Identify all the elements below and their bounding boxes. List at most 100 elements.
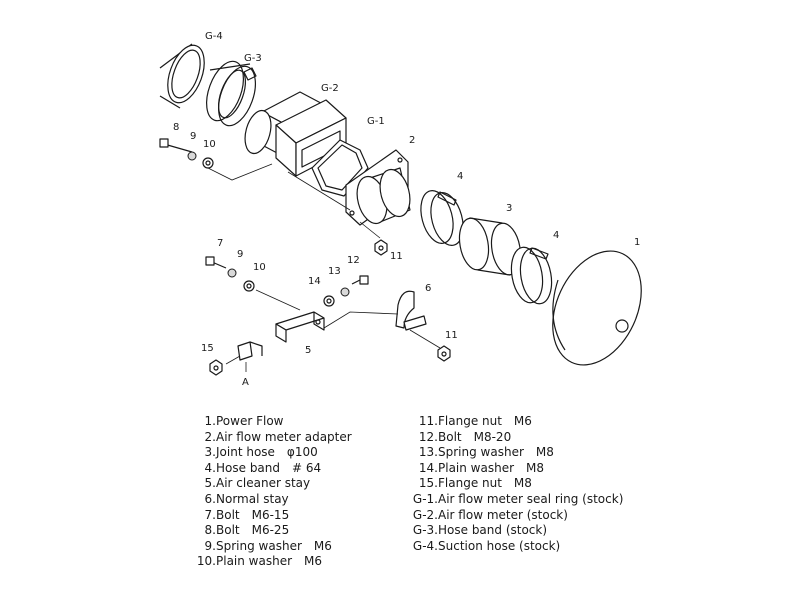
flange-nut-part-11-upper	[374, 239, 388, 256]
part-label: Plain washer M6	[216, 554, 323, 569]
callout-10-lower: 10	[253, 262, 266, 273]
part-number: G-1.	[412, 491, 438, 506]
parts-list-item: G-1.Air flow meter seal ring (stock)	[410, 492, 623, 508]
callout-7: 7	[217, 238, 223, 249]
part-number: 9.	[204, 538, 216, 553]
callout-11-lower: 11	[445, 330, 458, 341]
parts-list-item: 3.Joint hose φ100	[191, 445, 352, 461]
parts-list-item: G-3.Hose band (stock)	[410, 523, 623, 539]
part-label: Flange nut M8	[438, 476, 532, 491]
parts-list-item: 10.Plain washer M6	[191, 554, 352, 570]
callout-2: 2	[409, 135, 415, 146]
part-label: Bolt M6-25	[216, 523, 290, 538]
part-number: 15.	[418, 476, 438, 491]
callout-8: 8	[173, 122, 179, 133]
part-label: Bolt M8-20	[438, 429, 512, 444]
part-number: 4.	[204, 460, 216, 475]
parts-list-item: 12.Bolt M8-20	[410, 430, 623, 446]
air-flow-meter-adapter-part-2	[345, 149, 411, 226]
suction-hose-g4	[159, 43, 205, 109]
part-label: Plain washer M8	[438, 460, 545, 475]
assembly-leader-lines	[207, 163, 441, 372]
part-number: 13.	[418, 445, 438, 460]
part-number: 8.	[204, 523, 216, 538]
bolt-washer-stack-upper	[159, 138, 214, 169]
hose-band-g3	[206, 60, 257, 127]
callout-1: 1	[634, 237, 640, 248]
callout-g1: G-1	[367, 116, 385, 127]
part-number: 5.	[204, 476, 216, 491]
part-number: 14.	[418, 460, 438, 475]
parts-list-item: 8.Bolt M6-25	[191, 523, 352, 539]
callout-3: 3	[506, 203, 512, 214]
exploded-parts-diagram: G-4 G-3 G-2 G-1 2 4 3 4 1 8 9 10 11 7 9 …	[159, 31, 642, 388]
callout-14: 14	[308, 276, 321, 287]
callout-11-upper: 11	[390, 251, 403, 262]
part-number: 2.	[204, 429, 216, 444]
callout-9-upper: 9	[190, 131, 196, 142]
part-label: Air flow meter adapter	[216, 429, 352, 444]
callout-9-lower: 9	[237, 249, 243, 260]
parts-list-item: 11.Flange nut M6	[410, 414, 623, 430]
part-label: Air flow meter (stock)	[438, 507, 568, 522]
part-label: Normal stay	[216, 491, 289, 506]
part-number: 7.	[204, 507, 216, 522]
bolt-washer-stack-m8	[323, 275, 369, 307]
callout-13: 13	[328, 266, 341, 277]
part-label: Air cleaner stay	[216, 476, 311, 491]
part-label: Air flow meter seal ring (stock)	[438, 491, 624, 506]
part-number: G-3.	[412, 523, 438, 538]
parts-list-item: G-2.Air flow meter (stock)	[410, 508, 623, 524]
callout-g3: G-3	[244, 53, 262, 64]
part-label: Joint hose φ100	[216, 445, 318, 460]
detail-a-bracket	[209, 341, 263, 376]
parts-list-item: 9.Spring washer M6	[191, 539, 352, 555]
part-label: Spring washer M6	[216, 538, 332, 553]
callout-g2: G-2	[321, 83, 339, 94]
air-flow-meter-g2	[244, 91, 347, 177]
part-number: 11.	[418, 414, 438, 428]
callout-detail-a: A	[242, 377, 249, 388]
parts-list-item: 13.Spring washer M8	[410, 445, 623, 461]
part-number: 1.	[204, 414, 216, 428]
parts-list-item: 6.Normal stay	[191, 492, 352, 508]
part-label: Hose band # 64	[216, 460, 322, 475]
part-number: 6.	[204, 491, 216, 506]
flange-nut-part-11-lower	[437, 345, 451, 362]
part-number: G-2.	[412, 507, 438, 522]
callout-15: 15	[201, 343, 214, 354]
parts-list-item: 14.Plain washer M8	[410, 461, 623, 477]
part-number: 12.	[418, 429, 438, 444]
callout-g4: G-4	[205, 31, 223, 42]
hose-band-part-4-lower	[510, 246, 553, 305]
part-number: 3.	[204, 445, 216, 460]
part-label: Power Flow	[216, 414, 284, 428]
parts-list-item: 1.Power Flow	[191, 414, 352, 430]
callout-12: 12	[347, 255, 360, 266]
normal-stay-part-6	[395, 290, 427, 331]
hose-band-part-4-upper	[420, 190, 464, 246]
parts-list-item: G-4.Suction hose (stock)	[410, 539, 623, 555]
callout-4-lower: 4	[553, 230, 559, 241]
air-cleaner-stay-part-5	[275, 311, 325, 343]
part-label: Flange nut M6	[438, 414, 532, 428]
part-number: G-4.	[412, 538, 438, 553]
part-number: 10.	[196, 554, 216, 569]
callout-4-upper: 4	[457, 171, 463, 182]
parts-list-item: 15.Flange nut M8	[410, 476, 623, 492]
part-label: Bolt M6-15	[216, 507, 290, 522]
callout-10-upper: 10	[203, 139, 216, 150]
callout-5: 5	[305, 345, 311, 356]
bolt-washer-stack-lower	[205, 256, 255, 292]
part-label: Hose band (stock)	[438, 523, 548, 538]
callout-6: 6	[425, 283, 431, 294]
parts-list-item: 2.Air flow meter adapter	[191, 430, 352, 446]
parts-list-item: 4.Hose band # 64	[191, 461, 352, 477]
part-label: Suction hose (stock)	[438, 538, 561, 553]
parts-list-item: 5.Air cleaner stay	[191, 476, 352, 492]
part-label: Spring washer M8	[438, 445, 554, 460]
parts-list-item: 7.Bolt M6-15	[191, 508, 352, 524]
power-flow-filter-part-1	[552, 250, 642, 366]
